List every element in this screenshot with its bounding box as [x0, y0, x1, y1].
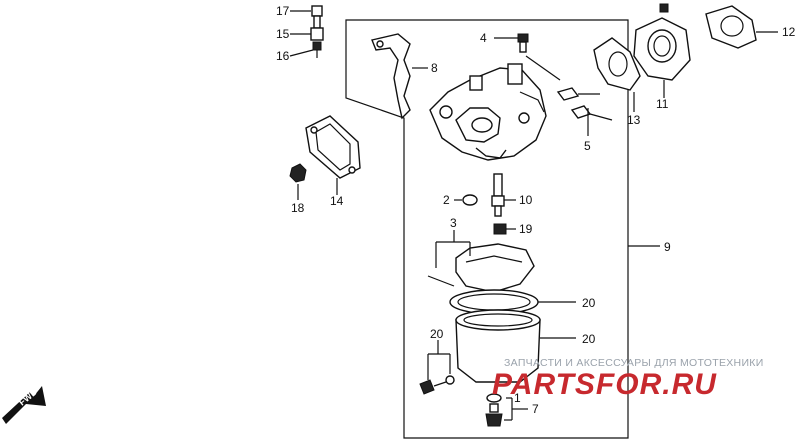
- callout-5: 5: [584, 139, 591, 153]
- callout-18: 18: [291, 201, 305, 215]
- callout-3: 3: [450, 216, 457, 230]
- jet-part-10: [491, 173, 516, 217]
- callout-11: 11: [656, 97, 669, 111]
- float-part-3: [427, 230, 535, 293]
- screw-stack: [289, 5, 324, 58]
- choke-link-part: [371, 33, 428, 120]
- oring-part-2: [454, 194, 478, 206]
- drain-screw-part-20: [419, 340, 455, 395]
- callout-9: 9: [664, 240, 671, 254]
- nut-part-18: [289, 163, 307, 200]
- plug-part-19: [493, 223, 516, 235]
- bolts-part-5: [556, 87, 613, 136]
- callout-10: 10: [519, 193, 533, 207]
- callout-20-drain: 20: [430, 327, 444, 341]
- callout-19: 19: [519, 222, 533, 236]
- callout-20-chamber: 20: [582, 332, 596, 346]
- gasket-part-13: [593, 37, 641, 112]
- gasket-part-12: [705, 5, 778, 49]
- callout-14: 14: [330, 194, 344, 208]
- float-chamber-part-20: [455, 309, 576, 383]
- watermark-brand: PARTSFOR.RU: [492, 368, 717, 401]
- carburetor-body: [429, 63, 547, 161]
- gasket-part-14: [305, 115, 361, 195]
- callout-17: 17: [276, 4, 290, 18]
- screw-part-4: [494, 33, 561, 81]
- callout-4: 4: [480, 31, 487, 45]
- callout-16: 16: [276, 49, 290, 63]
- bolt-part-7: [485, 393, 528, 427]
- callout-12: 12: [782, 25, 796, 39]
- insulator-part-11: [633, 3, 691, 98]
- fwd-arrow-icon: FWD: [2, 386, 46, 424]
- callout-7: 7: [532, 402, 539, 416]
- watermark-subtitle: ЗАПЧАСТИ И АКСЕССУАРЫ ДЛЯ МОТОТЕХНИКИ: [504, 357, 764, 369]
- callout-13: 13: [627, 113, 641, 127]
- callout-2: 2: [443, 193, 450, 207]
- callout-20-ring: 20: [582, 296, 596, 310]
- assembly-frame: [345, 19, 629, 439]
- callout-15: 15: [276, 27, 290, 41]
- callout-1: 1: [514, 391, 521, 405]
- callout-8: 8: [431, 61, 438, 75]
